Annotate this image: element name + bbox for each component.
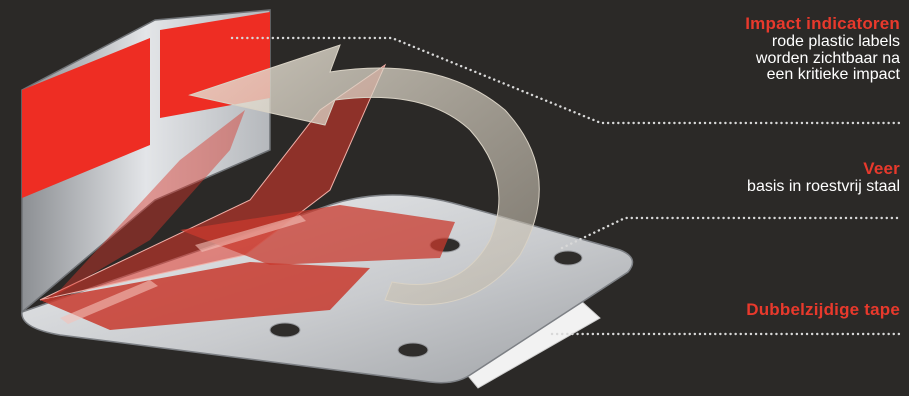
plate-hole	[554, 251, 582, 265]
callout-description-line: een kritieke impact	[745, 67, 900, 84]
callout-description-line: basis in roestvrij staal	[747, 179, 900, 196]
plate-hole	[398, 343, 428, 357]
callout-spring: Veer basis in roestvrij staal	[747, 159, 900, 196]
callout-title: Dubbelzijdige tape	[746, 300, 900, 320]
callout-description-line: worden zichtbaar na	[745, 51, 900, 68]
callout-description-line: rode plastic labels	[745, 34, 900, 51]
callout-title: Impact indicatoren	[745, 14, 900, 34]
leader-line-spring	[562, 218, 902, 248]
plate-hole	[270, 323, 300, 337]
callout-double-sided-tape: Dubbelzijdige tape	[746, 300, 900, 320]
callout-impact-indicators: Impact indicatoren rode plastic labels w…	[745, 14, 900, 84]
callout-title: Veer	[747, 159, 900, 179]
